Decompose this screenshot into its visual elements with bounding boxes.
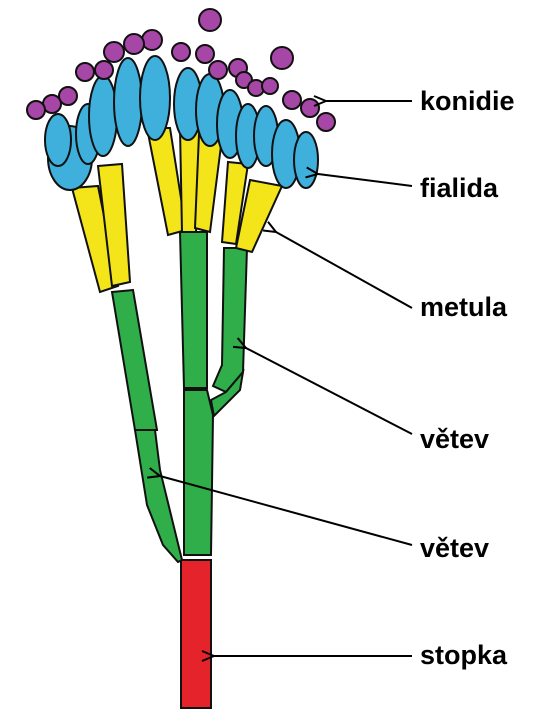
branch-left-lower [135,430,182,562]
label-metula: metula [420,294,507,321]
label-branch-upper: větev [420,426,489,453]
stipe [181,560,211,708]
label-stipe: stopka [420,642,507,669]
label-phialide: fialida [420,175,498,202]
branches [112,232,247,562]
label-conidia: konidie [420,88,515,115]
label-branch-lower: větev [420,535,489,562]
arrow-phialide [318,174,412,186]
branch-center-upper [180,232,207,388]
branch-center-lower [184,390,213,555]
branch-right-upper [213,248,247,392]
arrow-metula [276,232,412,308]
arrow-branch-upper [246,348,412,434]
branch-left-upper [112,290,157,430]
